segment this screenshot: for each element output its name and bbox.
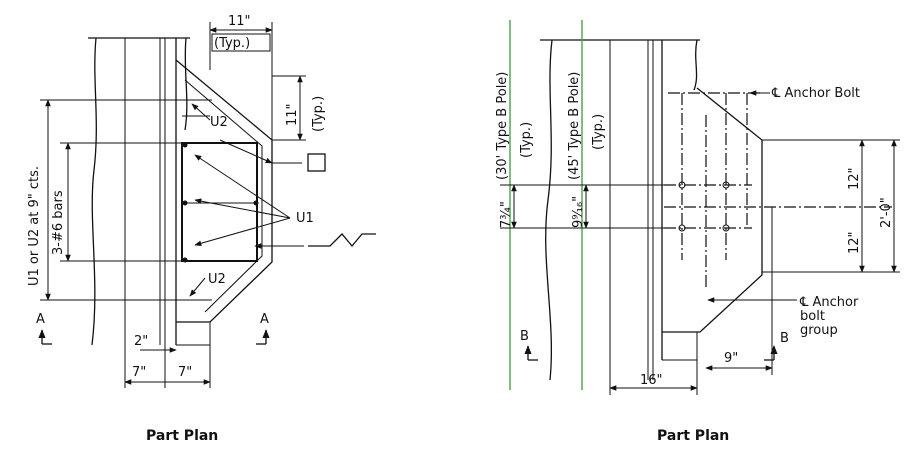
left-section-a-left: A [36,312,45,327]
left-u2-leader-bottom [189,277,206,297]
left-caption: Part Plan [146,428,218,444]
right-pole-45-label: (45' Type B Pole) [567,72,582,180]
right-bolt-1 [678,181,686,189]
right-typ-a-label: (Typ.) [519,122,534,158]
left-reinforcement-cage [181,142,258,262]
left-bar-dot-2 [253,200,259,206]
left-u1-label: U1 [296,211,314,226]
right-pole-break-right [693,39,698,91]
left-u1-leader-1 [194,154,291,219]
left-dim-7in-right-label: 7" [178,365,192,380]
right-bolt-3 [678,224,686,232]
right-dim-12-bottom: 12" [847,231,862,254]
right-anchor-group-label-2: bolt [800,309,825,324]
left-vertical-spacing-label: U1 or U2 at 9" cts. [27,166,42,286]
left-bar-dot-3 [182,142,188,148]
left-dim-right-note: (Typ.) [311,96,326,132]
left-base-plate-inner [184,79,263,313]
left-dim-right-label: 11" [285,103,300,126]
left-bar-leader [219,139,273,164]
left-vertical-bars-label: 3-#6 bars [51,190,66,255]
right-anchor-group-label-3: group [800,323,838,338]
left-bar-dot-1 [182,200,188,206]
left-section-a-right: A [260,312,269,327]
left-dim-top-label: 11" [228,14,251,29]
right-section-b-left: B [520,329,529,344]
left-u1-leader-3 [194,217,291,246]
right-pole-30-label: (30' Type B Pole) [495,72,510,180]
right-dim-9in-label: 9" [724,351,738,366]
left-u2-bottom-label: U2 [208,272,226,287]
right-typ-b-label: (Typ.) [591,114,606,150]
left-dim-2in-label: 2" [134,334,148,349]
right-caption: Part Plan [657,428,729,444]
left-bent-bar-detail [308,233,376,248]
left-u2-leader-top [191,103,211,121]
right-dim-2ft-label: 2'-0" [879,197,894,228]
left-pole-break-right [184,37,188,131]
right-pole-break-left [545,39,553,381]
right-dim-12-top: 12" [847,167,862,190]
right-anchor-group-label-1: ℄ Anchor [799,295,859,310]
right-section-b-right: B [780,331,789,346]
right-dim-9-9-16-label: 9⁹⁄₁₆" [571,196,586,228]
right-bolt-4 [722,224,730,232]
right-anchor-bolt-label: ℄ Anchor Bolt [771,86,860,101]
left-u2-top-label: U2 [210,115,228,130]
left-u1-leader-2 [194,198,291,219]
left-part-plan: 11" (Typ.) 11" (Typ.) U2 U2 U1 U1 or U2 … [27,14,376,444]
left-pole-break-left [91,37,97,346]
right-base-plate [662,87,763,333]
left-dim-top-note-box [211,33,271,52]
left-dim-7in-left-label: 7" [132,365,146,380]
right-bolt-2 [722,181,730,189]
left-bar-dot-4 [182,257,188,263]
right-dim-7-3-4-label: 7¾" [499,201,514,228]
left-base-plate [175,59,273,323]
right-part-plan: ℄ Anchor Bolt ℄ Anchor bolt group 12" 12… [495,20,900,444]
left-dim-top-note: (Typ.) [214,36,250,51]
right-dim-16-label: 16" [640,373,663,388]
left-square-symbol [307,153,326,172]
